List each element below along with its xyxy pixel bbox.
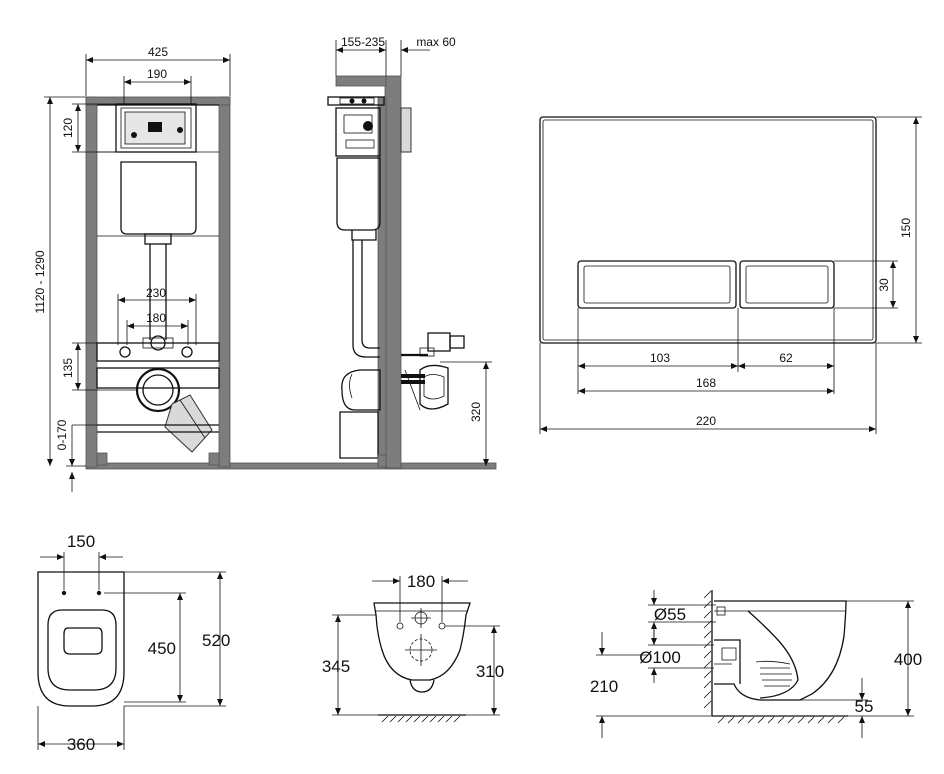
dim-bowl-length: 520	[202, 631, 230, 650]
dim-side-outlet-height: 210	[590, 677, 618, 696]
dim-button-height: 30	[877, 278, 891, 292]
bowl-front-view: 180 345 310	[322, 572, 504, 723]
frame-side-view: 155-235 max 60 320	[327, 35, 492, 469]
dim-side-height: 400	[894, 650, 922, 669]
dim-front-height: 345	[322, 657, 350, 676]
dim-foot-adjust: 0-170	[55, 419, 69, 450]
dim-front-bolt-spacing: 180	[407, 572, 435, 591]
dim-seat-length: 450	[148, 639, 176, 658]
bowl-side-view: Ø55 Ø100 210 400 55	[590, 590, 922, 738]
side-floor-hatch	[717, 716, 845, 724]
wall-hatch	[703, 590, 712, 709]
dim-button-left: 103	[650, 351, 670, 365]
wall-section	[384, 75, 402, 469]
dim-panel-height: 120	[61, 118, 75, 138]
dim-bowl-width: 360	[67, 735, 95, 754]
cistern	[120, 161, 197, 235]
dim-wall-max: max 60	[416, 35, 456, 49]
bowl-outline-front	[373, 602, 471, 681]
dim-button-right: 62	[779, 351, 793, 365]
dim-bolt-wide: 230	[146, 286, 166, 300]
dim-inlet-diameter: Ø55	[654, 605, 686, 624]
dim-bolt-narrow: 180	[146, 311, 166, 325]
frame-upright-left	[85, 96, 98, 468]
dim-panel-width: 190	[147, 67, 167, 81]
floor-line	[85, 462, 497, 470]
floor-hatch	[381, 715, 461, 723]
dim-buttons-total: 168	[696, 376, 716, 390]
dim-floor-gap: 55	[855, 697, 874, 716]
dim-front-bolt-height: 310	[476, 662, 504, 681]
dim-frame-width: 425	[148, 45, 168, 59]
bowl-top-view: 150 450 520 360	[37, 532, 230, 754]
dim-outlet-diameter: Ø100	[639, 648, 681, 667]
dim-plate-height: 150	[899, 218, 913, 238]
bowl-outline-side	[714, 600, 847, 701]
frame-upright-right	[218, 96, 231, 468]
dim-frame-depth: 155-235	[341, 35, 385, 49]
frame-front-view: 425 190 120 1120 - 1290 230 180 135	[33, 45, 497, 492]
flush-button-large	[577, 260, 737, 309]
dim-outlet-height: 135	[61, 358, 75, 378]
flush-button-small	[739, 260, 835, 309]
dim-frame-height: 1120 - 1290	[33, 250, 47, 313]
dim-side-outlet-height: 320	[469, 402, 483, 422]
dim-plate-width: 220	[696, 414, 716, 428]
bowl-outline-top	[37, 571, 125, 707]
flush-plate-outline	[539, 116, 877, 344]
flush-plate-view: 150 30 103 62 168 220	[539, 116, 922, 434]
dim-top-bolt-spacing: 150	[67, 532, 95, 551]
waste-elbow	[341, 369, 381, 411]
bolt-bar	[96, 342, 220, 362]
